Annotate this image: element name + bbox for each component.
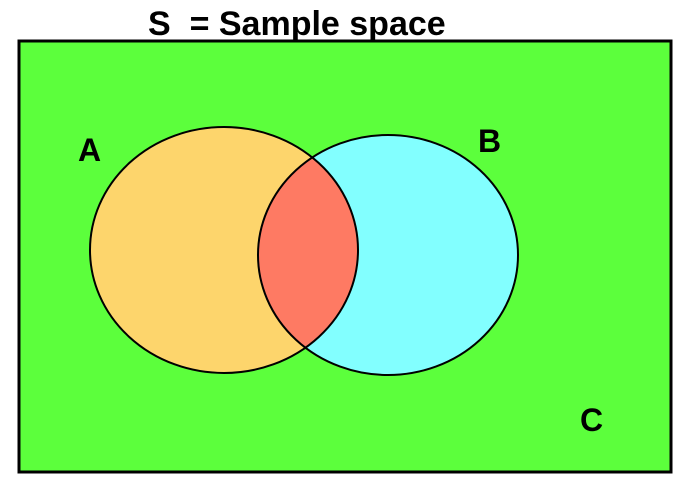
set-b-label: B bbox=[478, 123, 501, 159]
intersection-region bbox=[258, 135, 358, 373]
diagram-title: S = Sample space bbox=[148, 5, 446, 43]
set-a-label: A bbox=[78, 132, 101, 168]
set-a-outline bbox=[89, 126, 359, 374]
set-b-outline bbox=[257, 134, 519, 376]
complement-label-c: C bbox=[580, 402, 603, 438]
